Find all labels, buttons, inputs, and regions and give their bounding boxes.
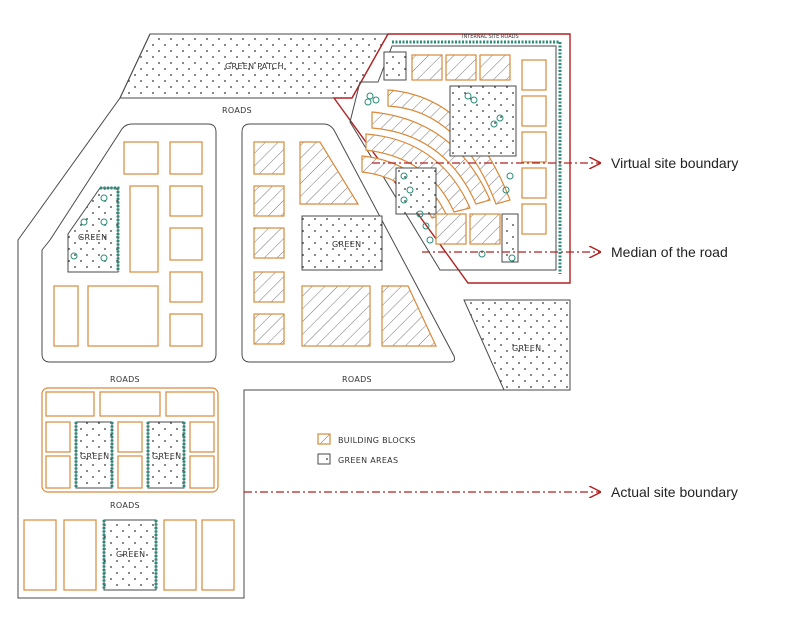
left-superblock	[41, 123, 217, 363]
roads-label-top: ROADS	[222, 106, 252, 115]
center-block-2	[299, 141, 360, 205]
internal-block-right-1	[521, 59, 547, 91]
lower-block-3	[165, 391, 215, 417]
lower-block-8	[189, 421, 215, 453]
internal-block-bottom-2	[469, 213, 501, 245]
center-block-6	[253, 313, 285, 345]
center-block-3	[253, 185, 285, 217]
internal-block-top-1	[411, 54, 443, 81]
center-block-4	[253, 227, 285, 259]
legend-building-swatch	[317, 433, 331, 445]
green-patch-label: GREEN PATCH	[225, 62, 284, 71]
left-block-1	[123, 141, 159, 175]
green-label-right: GREEN	[512, 344, 541, 353]
roads-label-mid-left: ROADS	[110, 375, 140, 384]
internal-block-right-5	[521, 203, 547, 235]
bottom-block-3	[163, 519, 197, 591]
lower-block-7	[117, 455, 143, 489]
left-block-3	[129, 185, 159, 273]
tree-border-bottom	[102, 520, 158, 590]
bottom-block-1	[23, 519, 57, 591]
green-label-lower-1: GREEN	[80, 452, 109, 461]
lower-block-6	[117, 421, 143, 453]
internal-block-top-3	[479, 54, 511, 81]
legend-green-swatch	[317, 453, 331, 465]
center-block-8	[381, 285, 437, 347]
left-block-2	[169, 141, 203, 175]
green-label-bottom: GREEN	[116, 550, 145, 559]
left-block-4	[169, 185, 203, 217]
internal-site-road	[349, 45, 557, 271]
lower-block-group	[41, 387, 219, 493]
bottom-block-2	[63, 519, 97, 591]
tree-clusters-left	[70, 194, 108, 262]
lower-block-4	[45, 421, 71, 453]
roads-label-bottom: ROADS	[110, 501, 140, 510]
tree-border-internal	[392, 40, 562, 274]
internal-block-right-3	[521, 131, 547, 163]
legend-green-label: GREEN AREAS	[338, 456, 398, 465]
lower-block-5	[45, 455, 71, 489]
internal-block-bottom-1	[435, 213, 467, 245]
virtual-boundary-callout: Virtual site boundary	[611, 155, 738, 171]
center-superblock	[241, 123, 455, 363]
green-label-left: GREEN	[78, 233, 107, 242]
left-block-5	[169, 227, 203, 261]
green-label-lower-2: GREEN	[152, 452, 181, 461]
left-green-trees	[100, 186, 120, 272]
internal-block-right-2	[521, 95, 547, 127]
bottom-block-4	[201, 519, 235, 591]
virtual-site-boundary	[332, 33, 571, 284]
center-green	[301, 215, 383, 271]
lower-block-1	[45, 391, 95, 417]
internal-block-top-2	[445, 54, 477, 81]
tree-clusters-internal	[364, 92, 516, 262]
left-block-9	[87, 285, 159, 347]
legend: BUILDING BLOCKS GREEN AREAS	[317, 433, 416, 465]
legend-building-label: BUILDING BLOCKS	[338, 436, 416, 445]
left-block-8	[53, 285, 79, 347]
lower-green-1	[75, 421, 113, 489]
internal-green-top	[383, 51, 407, 81]
lower-block-2	[99, 391, 161, 417]
actual-boundary-callout: Actual site boundary	[611, 484, 738, 500]
internal-roads-label: INTERNAL SITE ROADS	[462, 34, 519, 40]
left-block-7	[169, 313, 203, 347]
lower-block-9	[189, 455, 215, 489]
green-label-center: GREEN	[332, 240, 361, 249]
center-block-1	[253, 141, 285, 175]
internal-green-bottom	[501, 213, 519, 263]
median-callout: Median of the road	[611, 244, 728, 260]
bottom-green	[103, 519, 157, 591]
center-block-5	[253, 271, 285, 303]
internal-green-low	[395, 167, 437, 215]
roads-label-mid-right: ROADS	[342, 375, 372, 384]
left-block-6	[169, 271, 203, 303]
internal-block-right-4	[521, 167, 547, 199]
center-block-7	[301, 285, 371, 347]
tree-border-lower	[74, 422, 186, 488]
right-green-area	[463, 299, 571, 391]
internal-green-mid	[449, 85, 517, 157]
